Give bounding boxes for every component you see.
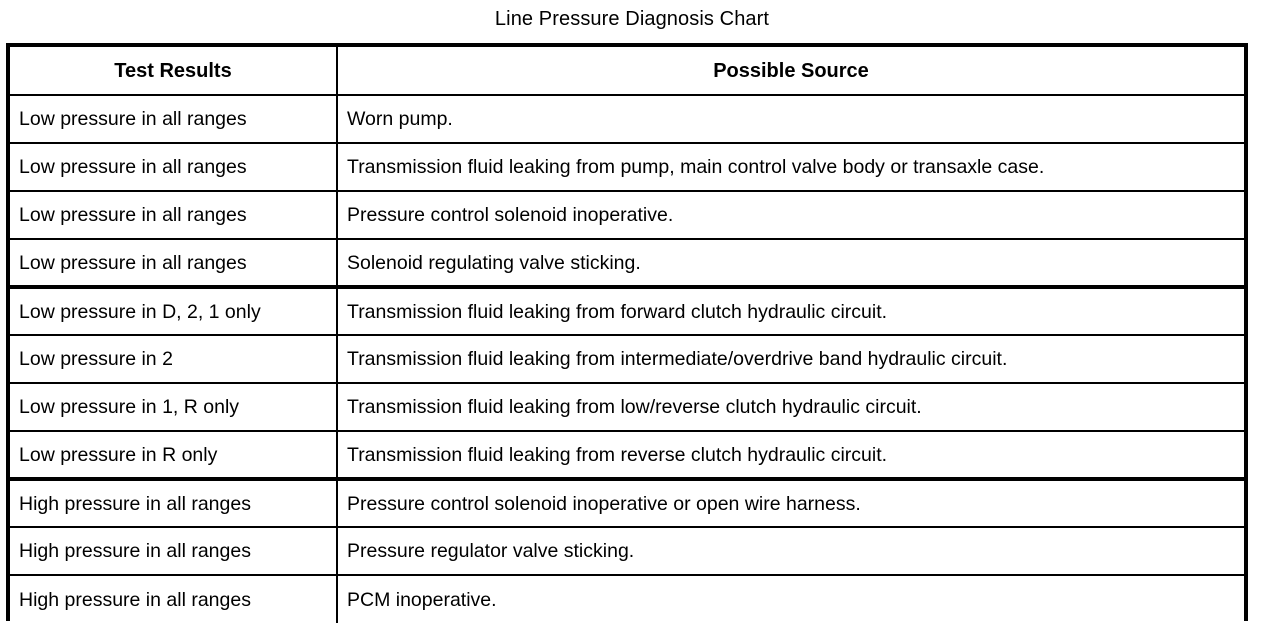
- cell-possible-source: Pressure control solenoid inoperative.: [336, 191, 1244, 240]
- cell-test-results: High pressure in all ranges: [10, 527, 337, 576]
- cell-possible-source: Transmission fluid leaking from intermed…: [336, 335, 1244, 384]
- column-header-test-results: Test Results: [10, 47, 337, 96]
- cell-possible-source: Transmission fluid leaking from low/reve…: [336, 383, 1244, 432]
- cell-test-results: Low pressure in R only: [10, 431, 337, 481]
- table-header-row: Test Results Possible Source: [10, 47, 1244, 96]
- cell-possible-source: Transmission fluid leaking from pump, ma…: [336, 143, 1244, 192]
- cell-test-results: Low pressure in all ranges: [10, 143, 337, 192]
- cell-possible-source: PCM inoperative.: [336, 575, 1244, 623]
- cell-test-results: Low pressure in all ranges: [10, 191, 337, 240]
- cell-possible-source: Pressure regulator valve sticking.: [336, 527, 1244, 576]
- cell-possible-source: Solenoid regulating valve sticking.: [336, 239, 1244, 289]
- cell-test-results: Low pressure in all ranges: [10, 95, 337, 144]
- cell-test-results: High pressure in all ranges: [10, 575, 337, 623]
- cell-possible-source: Transmission fluid leaking from reverse …: [336, 431, 1244, 481]
- page-title: Line Pressure Diagnosis Chart: [494, 8, 770, 30]
- column-header-possible-source: Possible Source: [336, 47, 1244, 96]
- cell-test-results: Low pressure in D, 2, 1 only: [10, 287, 337, 336]
- diagnosis-table-container: Test Results Possible Source Low pressur…: [6, 43, 1248, 623]
- cell-possible-source: Transmission fluid leaking from forward …: [336, 287, 1244, 336]
- cell-possible-source: Pressure control solenoid inoperative or…: [336, 479, 1244, 528]
- cell-test-results: Low pressure in 1, R only: [10, 383, 337, 432]
- cell-test-results: Low pressure in all ranges: [10, 239, 337, 289]
- cell-test-results: High pressure in all ranges: [10, 479, 337, 528]
- table-header: Test Results Possible Source: [10, 47, 1244, 96]
- line-pressure-diagnosis-table: Test Results Possible Source Low pressur…: [10, 47, 1244, 623]
- cell-possible-source: Worn pump.: [336, 95, 1244, 144]
- cell-test-results: Low pressure in 2: [10, 335, 337, 384]
